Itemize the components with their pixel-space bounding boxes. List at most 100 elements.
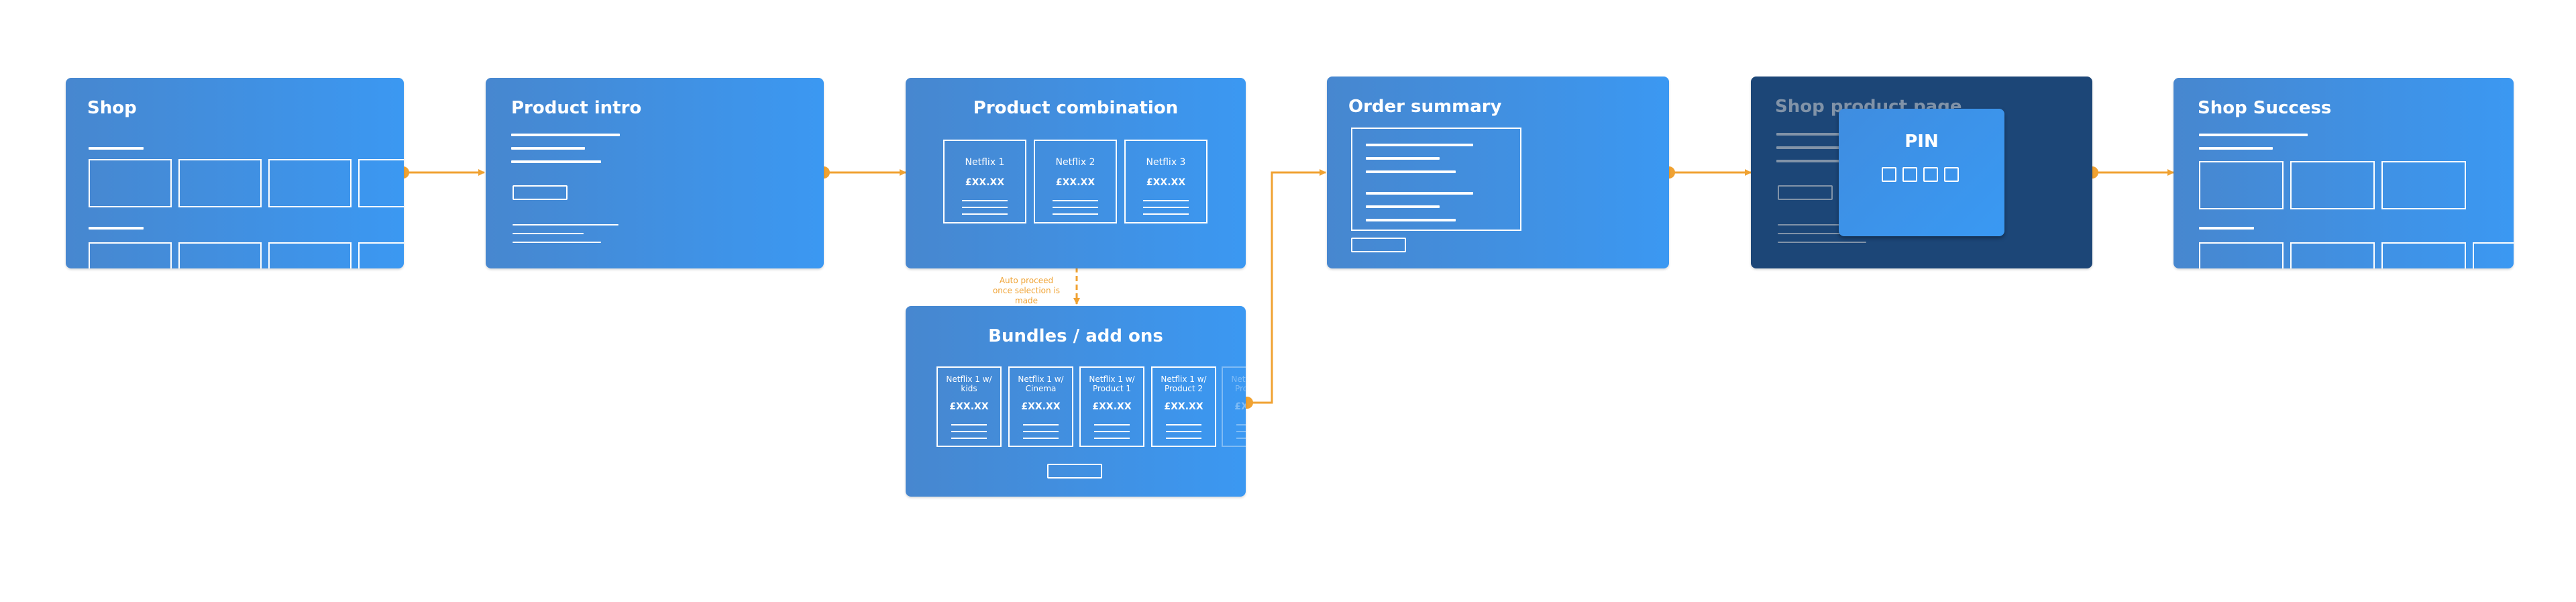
node-title: Shop (87, 98, 137, 118)
pin-digit (1902, 167, 1917, 182)
bundle-name: Netflix 1 w/ Product 3 (1231, 374, 1246, 393)
text-line (1366, 170, 1456, 173)
bundle-card: Netflix 1 w/ Product 1 £XX.XX (1079, 366, 1144, 447)
bundle-price: £XX.XX (1164, 401, 1203, 412)
text-line (1778, 233, 1849, 234)
text-line (962, 200, 1008, 201)
tile (358, 242, 404, 268)
text-line (1366, 219, 1456, 221)
product-name: Netflix 3 (1146, 157, 1186, 168)
heading-line (89, 227, 144, 230)
node-title: Bundles / add ons (988, 326, 1163, 346)
tile (2290, 242, 2375, 268)
auto-proceed-note: Auto proceed once selection is made (992, 276, 1061, 305)
text-line (1166, 424, 1201, 425)
text-line (1143, 207, 1189, 208)
text-line (1053, 213, 1098, 215)
text-line (1236, 438, 1246, 439)
product-price: £XX.XX (1055, 177, 1095, 188)
text-line (1778, 224, 1884, 225)
text-line (513, 233, 584, 234)
connector-intro-to-combination (818, 166, 906, 179)
text-line (511, 147, 585, 150)
node-shop-product-page: Shop product page PIN (1751, 77, 2092, 268)
text-line (1053, 200, 1098, 201)
text-line (1166, 438, 1201, 439)
connector-bundles-to-summary (1241, 169, 1326, 409)
tile (2381, 161, 2466, 209)
text-line (951, 424, 987, 425)
tile (178, 159, 262, 207)
heading-line (89, 147, 144, 150)
text-line (962, 207, 1008, 208)
node-shop: Shop (66, 78, 404, 268)
connector-productpage-to-success (2086, 166, 2174, 179)
text-line (1023, 431, 1059, 432)
product-card: Netflix 1 £XX.XX (943, 140, 1026, 223)
text-line (1143, 200, 1189, 201)
node-title: Shop Success (2198, 98, 2332, 118)
bundle-price: £XX.XX (1092, 401, 1132, 412)
tile (268, 242, 352, 268)
tile (2199, 242, 2284, 268)
product-card: Netflix 2 £XX.XX (1034, 140, 1117, 223)
pin-digit (1923, 167, 1938, 182)
tile (358, 159, 404, 207)
text-line (1143, 213, 1189, 215)
bundle-name: Netflix 1 w/ Cinema (1018, 374, 1064, 393)
tile (2473, 242, 2514, 268)
pin-digit (1944, 167, 1959, 182)
text-line (1366, 157, 1440, 160)
text-line (962, 213, 1008, 215)
bundle-name: Netflix 1 w/ kids (946, 374, 992, 393)
bundle-card: Netflix 1 w/ Cinema £XX.XX (1008, 366, 1073, 447)
product-price: £XX.XX (1146, 177, 1186, 188)
text-line (951, 438, 987, 439)
tile (2381, 242, 2466, 268)
text-line (511, 160, 601, 163)
text-line (1236, 424, 1246, 425)
text-line (513, 242, 601, 243)
tile (268, 159, 352, 207)
pin-digit (1882, 167, 1896, 182)
button-outline (1047, 464, 1102, 479)
heading-line (2199, 227, 2254, 230)
bundle-card: Netflix 1 w/ Product 2 £XX.XX (1151, 366, 1216, 447)
tile (2290, 161, 2375, 209)
heading-line (2199, 147, 2273, 150)
summary-panel (1351, 128, 1521, 231)
text-line (1366, 192, 1473, 195)
pin-title: PIN (1904, 132, 1939, 152)
bundle-name: Netflix 1 w/ Product 1 (1089, 374, 1135, 393)
text-line (1366, 144, 1473, 146)
text-line (1776, 146, 1850, 149)
bundle-card: Netflix 1 w/ kids £XX.XX (936, 366, 1002, 447)
text-line (1023, 438, 1059, 439)
text-line (1094, 424, 1130, 425)
button-outline (513, 185, 568, 200)
text-line (1776, 160, 1866, 162)
tile (89, 242, 172, 268)
product-name: Netflix 1 (965, 157, 1005, 168)
node-title: Product combination (973, 98, 1179, 118)
tile (178, 242, 262, 268)
text-line (511, 134, 620, 136)
connector-summary-to-productpage (1663, 166, 1752, 179)
heading-line (2199, 134, 2308, 136)
text-line (1053, 207, 1098, 208)
button-outline (1351, 238, 1406, 252)
text-line (1236, 431, 1246, 432)
tile (2199, 161, 2284, 209)
node-order-summary: Order summary (1327, 77, 1669, 268)
node-product-combination: Product combination Netflix 1 £XX.XX Net… (906, 78, 1246, 268)
text-line (1366, 205, 1440, 208)
text-line (1776, 133, 1885, 136)
product-price: £XX.XX (965, 177, 1005, 188)
bundle-price: £XX.XX (949, 401, 989, 412)
text-line (951, 431, 987, 432)
node-title: Product intro (511, 98, 642, 118)
product-card: Netflix 3 £XX.XX (1124, 140, 1208, 223)
connector-shop-to-intro (397, 166, 485, 179)
tile (89, 159, 172, 207)
bundle-price: £XX.XX (1234, 401, 1246, 412)
